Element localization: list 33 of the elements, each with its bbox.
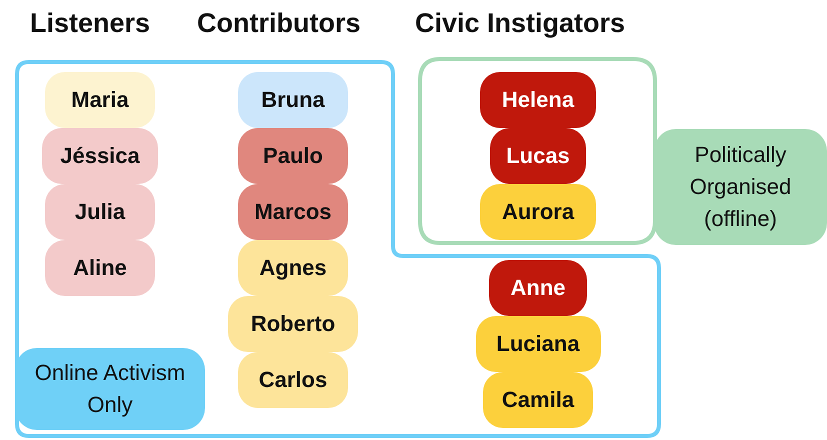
node-label: Agnes (259, 255, 327, 280)
name-pill: Julia (45, 184, 155, 240)
name-pill: Jéssica (42, 128, 158, 184)
politically-organised-region (418, 57, 827, 247)
node-label: Lucas (506, 143, 570, 168)
node-label: Roberto (250, 311, 336, 336)
node-label: Aline (73, 255, 127, 280)
group-tag: Politically Organised (offline) (654, 129, 827, 245)
column-heading: Contributors (197, 8, 360, 39)
name-pill: Luciana (476, 316, 600, 372)
name-pill: Anne (489, 260, 587, 316)
name-pill: Maria (45, 72, 155, 128)
node-label: Camila (502, 387, 574, 412)
name-pill: Paulo (238, 128, 348, 184)
column-heading: Listeners (30, 8, 150, 39)
name-pill: Carlos (238, 352, 348, 408)
node-label: Carlos (258, 367, 328, 392)
name-pill: Helena (480, 72, 596, 128)
node-label: Helena (502, 87, 574, 112)
name-pill: Bruna (238, 72, 348, 128)
name-pill: Roberto (228, 296, 358, 352)
name-pill: Lucas (490, 128, 586, 184)
name-pill: Camila (483, 372, 593, 428)
node-label: Luciana (496, 331, 580, 356)
node-label: Jéssica (60, 143, 140, 168)
name-pill: Agnes (238, 240, 348, 296)
node-label: Julia (74, 199, 126, 224)
name-pill: Aline (45, 240, 155, 296)
name-pill: Marcos (238, 184, 348, 240)
column-heading: Civic Instigators (415, 8, 626, 39)
node-label: Marcos (254, 199, 332, 224)
node-label: Paulo (263, 143, 323, 168)
name-pill: Aurora (480, 184, 596, 240)
